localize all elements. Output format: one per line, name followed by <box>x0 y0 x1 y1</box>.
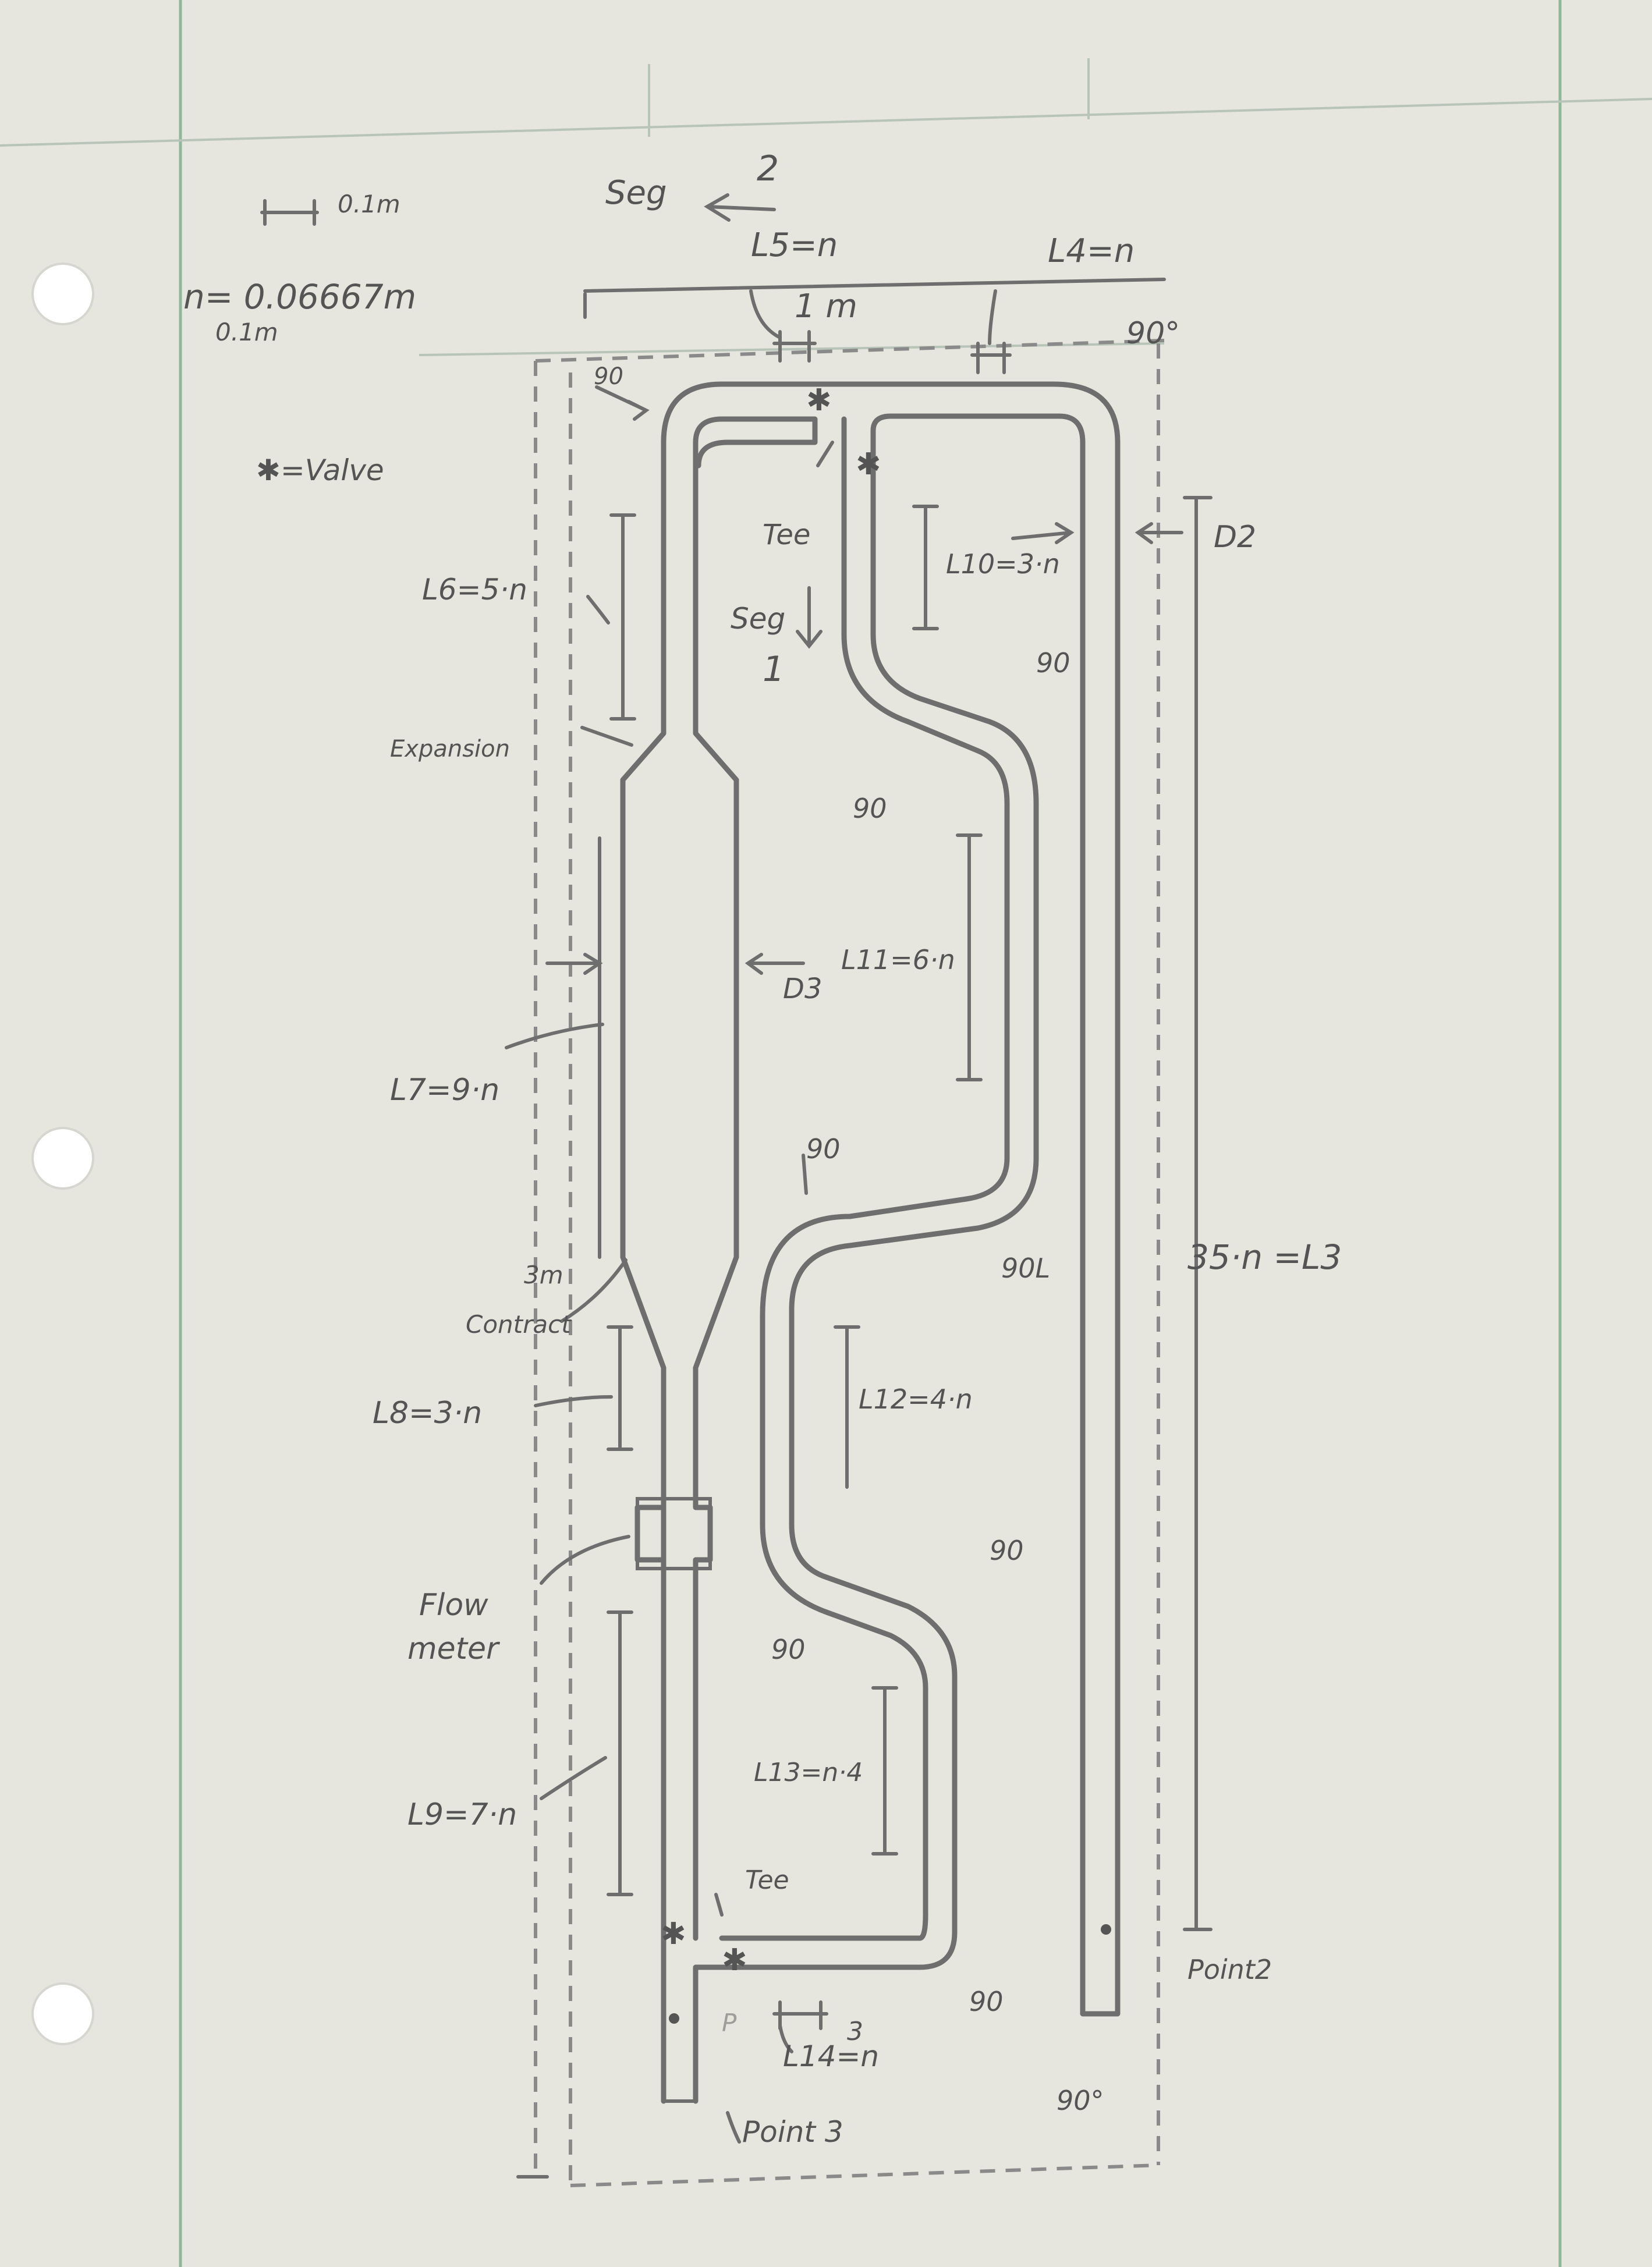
dim-D3: D3 <box>783 973 823 1005</box>
dim-L14: L14=n <box>783 2039 879 2073</box>
contract-number: 3m <box>524 1261 563 1289</box>
valve-bottom-2: ✱ <box>722 1943 747 1978</box>
point3-label: Point 3 <box>742 2115 843 2149</box>
scale-note: 0.1m <box>338 190 400 218</box>
angle-6: 90 <box>771 1634 806 1665</box>
point3-number: 3 <box>847 2017 863 2046</box>
seg1-number: 1 <box>763 649 785 690</box>
n-sub-note: 0.1m <box>215 318 278 346</box>
flow-meter-label-2: meter <box>407 1631 501 1666</box>
seg2-number: 2 <box>757 148 779 189</box>
dim-L10: L10=3·n <box>946 548 1060 580</box>
flow-meter-label-1: Flow <box>419 1588 488 1623</box>
n-definition: n= 0.06667m <box>183 277 416 317</box>
dim-L3: 35·n =L3 <box>1187 1237 1342 1277</box>
dim-D2: D2 <box>1214 520 1256 555</box>
angle-1: 90 <box>1036 647 1070 679</box>
point3-dot <box>669 2013 679 2024</box>
dim-L13: L13=n·4 <box>754 1758 863 1787</box>
point2-dot <box>1101 1924 1111 1935</box>
contract-label: Contract <box>466 1310 572 1339</box>
seg2-label: Seg <box>605 174 667 212</box>
dim-width: 1 m <box>795 288 857 325</box>
dim-L7: L7=9·n <box>390 1073 499 1108</box>
angle-2: 90 <box>853 793 887 824</box>
angle-4: 90L <box>1001 1253 1050 1284</box>
outer-boundary <box>516 339 1165 2187</box>
tee-top-label: Tee <box>763 519 810 551</box>
point3-faint-label: P <box>722 2009 737 2037</box>
angle-3: 90 <box>806 1133 841 1165</box>
valve-top-2: ✱ <box>856 447 881 482</box>
angle-7: 90 <box>969 1986 1004 2017</box>
angle-5: 90 <box>990 1535 1024 1566</box>
pipe-loop <box>620 381 1121 2104</box>
dim-L9: L9=7·n <box>407 1797 517 1832</box>
angle-top-left: 90 <box>594 363 623 390</box>
dim-L11: L11=6·n <box>841 944 955 975</box>
dim-L12: L12=4·n <box>859 1383 973 1415</box>
angle-8: 90° <box>1057 2085 1104 2116</box>
labels: 0.1m n= 0.06667m 0.1m ✱=Valve Seg 2 Seg … <box>183 148 1342 2149</box>
tee-bottom-label: Tee <box>745 1865 789 1895</box>
valves: ✱ ✱ ✱ ✱ <box>661 383 881 1978</box>
valve-top-1: ✱ <box>806 383 832 418</box>
dim-L6: L6=5·n <box>422 573 527 606</box>
valve-bottom-1: ✱ <box>661 1917 686 1952</box>
seg1-label: Seg <box>731 602 785 636</box>
expansion-label: Expansion <box>390 736 510 762</box>
binder-holes <box>31 262 94 2045</box>
valve-legend: ✱=Valve <box>256 453 384 487</box>
dim-L8: L8=3·n <box>373 1396 482 1431</box>
point2-label: Point2 <box>1187 1954 1272 1985</box>
dimension-bars <box>260 199 1213 2030</box>
dim-L5: L5=n <box>751 226 838 264</box>
dim-L4: L4=n <box>1048 232 1135 270</box>
angle-top-right: 90° <box>1126 316 1180 351</box>
arrows <box>505 193 1183 2144</box>
